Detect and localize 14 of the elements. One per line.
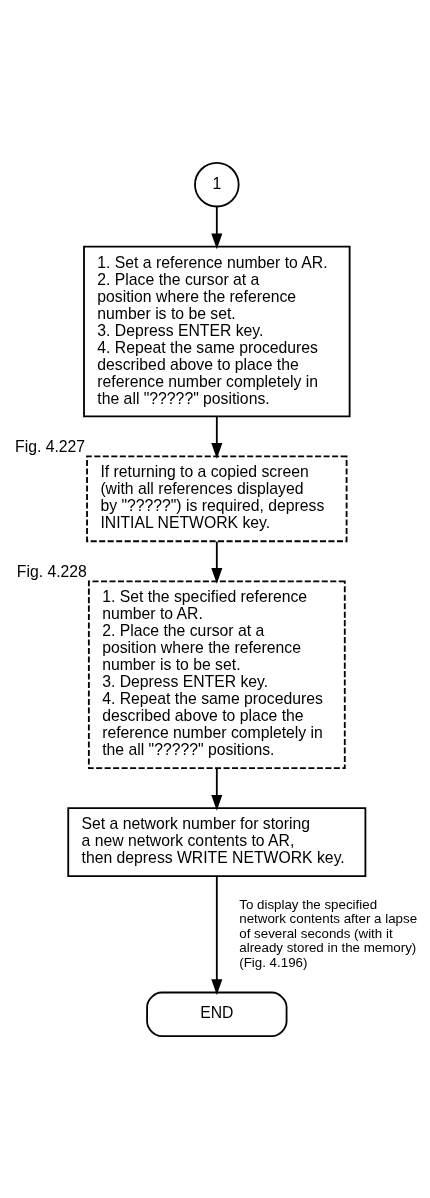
node-box: END [146, 991, 288, 1037]
arrow [211, 767, 223, 811]
node-box: Set a network number for storing a new network contents to AR, then depress WRITE NETWORK key. [67, 806, 367, 877]
node-label: Fig. 4.228 [16, 562, 87, 580]
arrow [211, 540, 223, 584]
node-box: 1. Set a reference number to AR. 2. Place the cursor at a position where the reference number is to be set. 3. Depress ENTER key. 4. Repeat the same procedures described above to place the reference number completely in the all "?????" positions. [83, 245, 351, 417]
arrow [211, 415, 223, 459]
node-box: If returning to a copied screen (with all references displayed by "?????") is required, depress INITIAL NETWORK key. [86, 454, 348, 542]
node-label: Fig. 4.227 [15, 437, 86, 455]
arrow [211, 205, 223, 249]
node-circle: 1 [194, 161, 240, 207]
arrow [211, 875, 223, 995]
edge-label: To display the specified network contents after a lapse of several seconds (with it already stored in the memory) (Fig. 4.196) [239, 896, 418, 970]
node-box: 1. Set the specified reference number to AR. 2. Place the cursor at a position where the reference number is to be set. 3. Depress ENTER key. 4. Repeat the same procedures described above to place the reference number completely in the all "?????" positions. [87, 579, 346, 769]
